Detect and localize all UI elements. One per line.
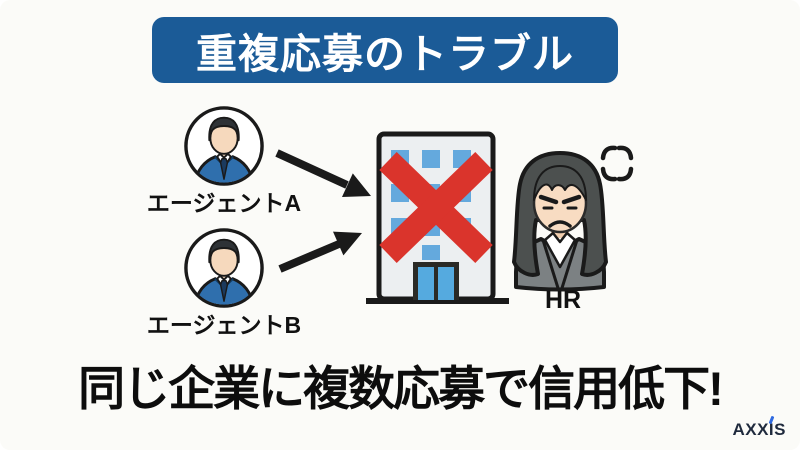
- rejection-cross-icon: [379, 152, 493, 263]
- caption-text: 同じ企業に複数応募で信用低下!: [78, 362, 724, 415]
- agent-b-label: エージェントB: [146, 312, 302, 338]
- anger-mark-icon: [600, 145, 634, 182]
- arrow-b-icon: [278, 231, 362, 273]
- brand-logo: AXXIS: [732, 415, 786, 442]
- title-banner: 重複応募のトラブル: [152, 17, 618, 83]
- agent-a-label: エージェントA: [146, 190, 302, 216]
- brand-wordmark: AXXIS: [732, 420, 786, 439]
- page-title: 重複応募のトラブル: [196, 31, 574, 77]
- hr-person-icon: [512, 151, 608, 292]
- arrow-a-icon: [275, 149, 371, 197]
- building-door: [413, 262, 459, 300]
- hr-label: HR: [544, 286, 582, 314]
